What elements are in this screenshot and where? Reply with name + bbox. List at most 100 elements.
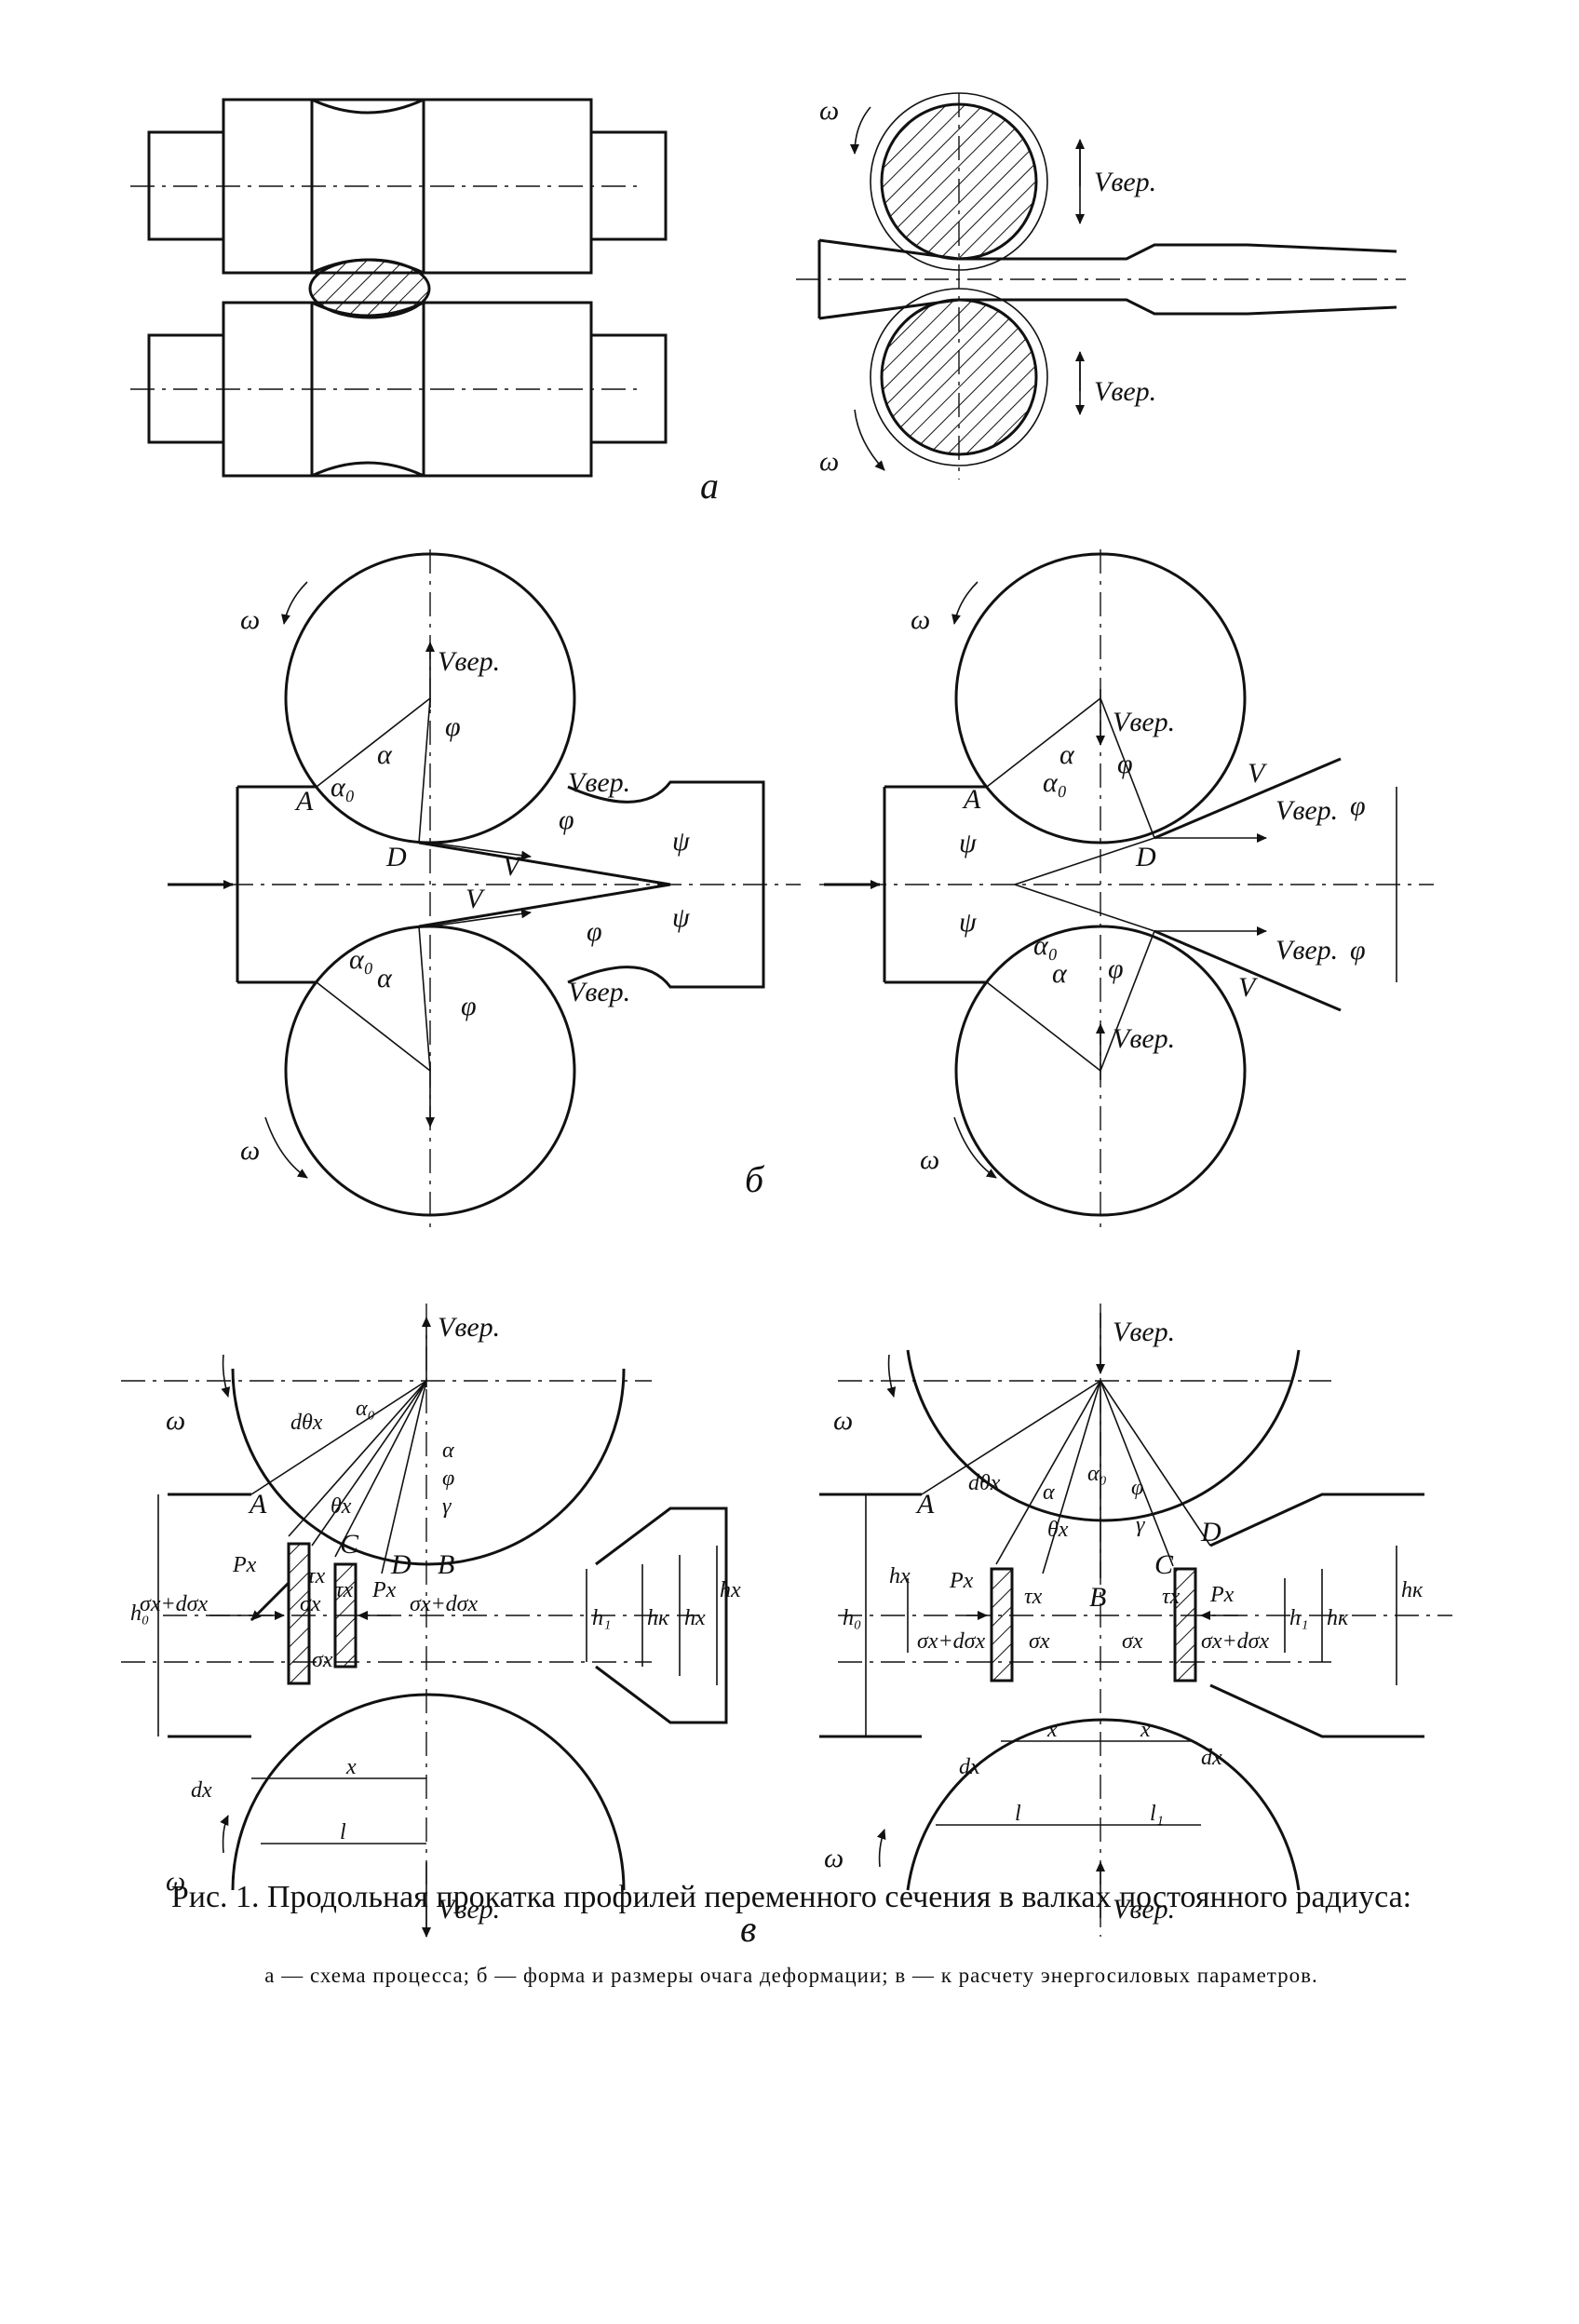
figure-caption-title: Рис. 1. Продольная прокатка профилей пер… — [170, 1880, 1412, 1914]
label-l1: l₁ — [1150, 1802, 1164, 1826]
panel-b-left-geometry — [168, 549, 801, 1229]
label-tau-x: τx — [1024, 1585, 1043, 1609]
label-psi: ψ — [959, 907, 978, 938]
label-alpha: α — [377, 963, 393, 993]
label-alpha: α — [377, 739, 393, 770]
label-point-b: B — [438, 1549, 454, 1580]
label-phi: φ — [587, 916, 602, 947]
label-v-ver: Vвер. — [1275, 935, 1338, 966]
label-v-ver: Vвер. — [1113, 707, 1175, 737]
label-alpha0: α₀ — [331, 772, 355, 803]
label-point-c: C — [1154, 1549, 1174, 1580]
label-x: x — [1046, 1718, 1058, 1742]
label-sigma-x-dsigma: σx+dσx — [917, 1629, 986, 1654]
label-point-d: D — [390, 1549, 412, 1580]
panel-label-c: в — [740, 1908, 756, 1950]
label-v-ver: Vвер. — [1094, 167, 1156, 197]
label-omega: ω — [833, 1405, 853, 1436]
label-omega: ω — [824, 1843, 843, 1873]
label-omega: ω — [166, 1405, 185, 1436]
panel-c-right-geometry — [819, 1304, 1452, 1937]
label-v: V — [1238, 972, 1259, 1003]
label-x: x — [1140, 1718, 1151, 1742]
label-v-ver: Vвер. — [1094, 376, 1156, 407]
label-tau-x: τx — [307, 1564, 326, 1588]
label-hx: hx — [684, 1606, 706, 1630]
label-alpha0: α₀ — [349, 944, 373, 975]
label-p-x: Px — [949, 1569, 974, 1593]
label-v: V — [503, 851, 523, 882]
label-p-x: Px — [371, 1578, 397, 1602]
label-gamma: γ — [1136, 1513, 1145, 1537]
label-point-a: A — [915, 1489, 935, 1520]
label-dx: dx — [1201, 1746, 1222, 1770]
label-phi: φ — [1350, 790, 1366, 821]
label-tau-x: τx — [335, 1578, 354, 1602]
label-point-c: C — [340, 1529, 359, 1560]
label-sigma-x-dsigma: σx+dσx — [410, 1592, 479, 1616]
label-omega: ω — [819, 446, 839, 477]
label-point-d: D — [385, 842, 407, 872]
label-omega: ω — [920, 1144, 939, 1175]
label-dx: dx — [959, 1755, 980, 1779]
label-omega: ω — [240, 1135, 260, 1166]
label-sigma-x: σx — [1122, 1629, 1143, 1654]
label-alpha: α — [442, 1439, 454, 1463]
label-d-theta-x: dθx — [290, 1411, 323, 1435]
label-p-x: Px — [1209, 1583, 1235, 1607]
label-sigma-x-dsigma: σx+dσx — [140, 1592, 209, 1616]
label-h0: h₀ — [843, 1606, 861, 1630]
label-theta-x: θx — [331, 1494, 352, 1519]
label-theta-x: θx — [1047, 1518, 1069, 1542]
label-v-ver: Vвер. — [568, 767, 630, 798]
panel-a-rolls-side — [796, 92, 1406, 480]
label-phi: φ — [461, 991, 477, 1021]
label-v: V — [1248, 758, 1268, 789]
label-v-ver: Vвер. — [1113, 1894, 1175, 1925]
label-point-a: A — [248, 1489, 267, 1520]
label-v-ver: Vвер. — [438, 646, 500, 677]
label-v-ver: Vвер. — [1113, 1317, 1175, 1347]
panel-a-rolls-front — [130, 98, 668, 478]
label-h1: h₁ — [592, 1606, 611, 1630]
label-h0: h₀ — [130, 1601, 149, 1626]
figure-caption-legend: а — схема процесса; б — форма и размеры … — [264, 1964, 1318, 1987]
label-alpha: α — [1043, 1480, 1055, 1505]
panel-c-left-geometry — [121, 1304, 728, 1938]
label-tau-x: τx — [1162, 1585, 1181, 1609]
label-sigma-x: σx — [312, 1648, 333, 1672]
label-hk: hк — [1401, 1578, 1424, 1602]
label-phi: φ — [442, 1466, 454, 1491]
label-point-a: A — [294, 786, 314, 817]
label-gamma: γ — [442, 1494, 452, 1519]
label-point-d: D — [1135, 842, 1156, 872]
label-l: l — [340, 1820, 346, 1844]
label-dx: dx — [191, 1778, 212, 1803]
panel-b-right-geometry — [819, 549, 1434, 1229]
label-hx: hx — [889, 1564, 911, 1588]
label-omega: ω — [911, 604, 930, 635]
label-h1: h₁ — [1289, 1606, 1308, 1630]
label-psi: ψ — [672, 826, 691, 857]
label-alpha0: α₀ — [1033, 930, 1058, 961]
workpiece-section — [308, 258, 431, 319]
label-sigma-x: σx — [1029, 1629, 1050, 1654]
label-alpha0: α₀ — [1087, 1462, 1107, 1486]
label-alpha: α — [1052, 958, 1068, 989]
label-v: V — [466, 884, 486, 914]
label-point-b: B — [1089, 1582, 1106, 1613]
label-phi: φ — [1350, 935, 1366, 966]
label-v-ver: Vвер. — [568, 977, 630, 1007]
label-sigma-x-dsigma: σx+dσx — [1201, 1629, 1270, 1654]
label-l: l — [1015, 1802, 1021, 1826]
label-x: x — [345, 1755, 357, 1779]
label-phi: φ — [1131, 1476, 1143, 1500]
label-psi: ψ — [672, 902, 691, 933]
label-omega: ω — [166, 1866, 185, 1897]
label-v-ver: Vвер. — [438, 1894, 500, 1925]
label-phi: φ — [559, 804, 574, 835]
panel-label-b: б — [745, 1158, 765, 1200]
label-point-a: A — [962, 784, 981, 815]
panel-label-a: а — [700, 465, 719, 507]
